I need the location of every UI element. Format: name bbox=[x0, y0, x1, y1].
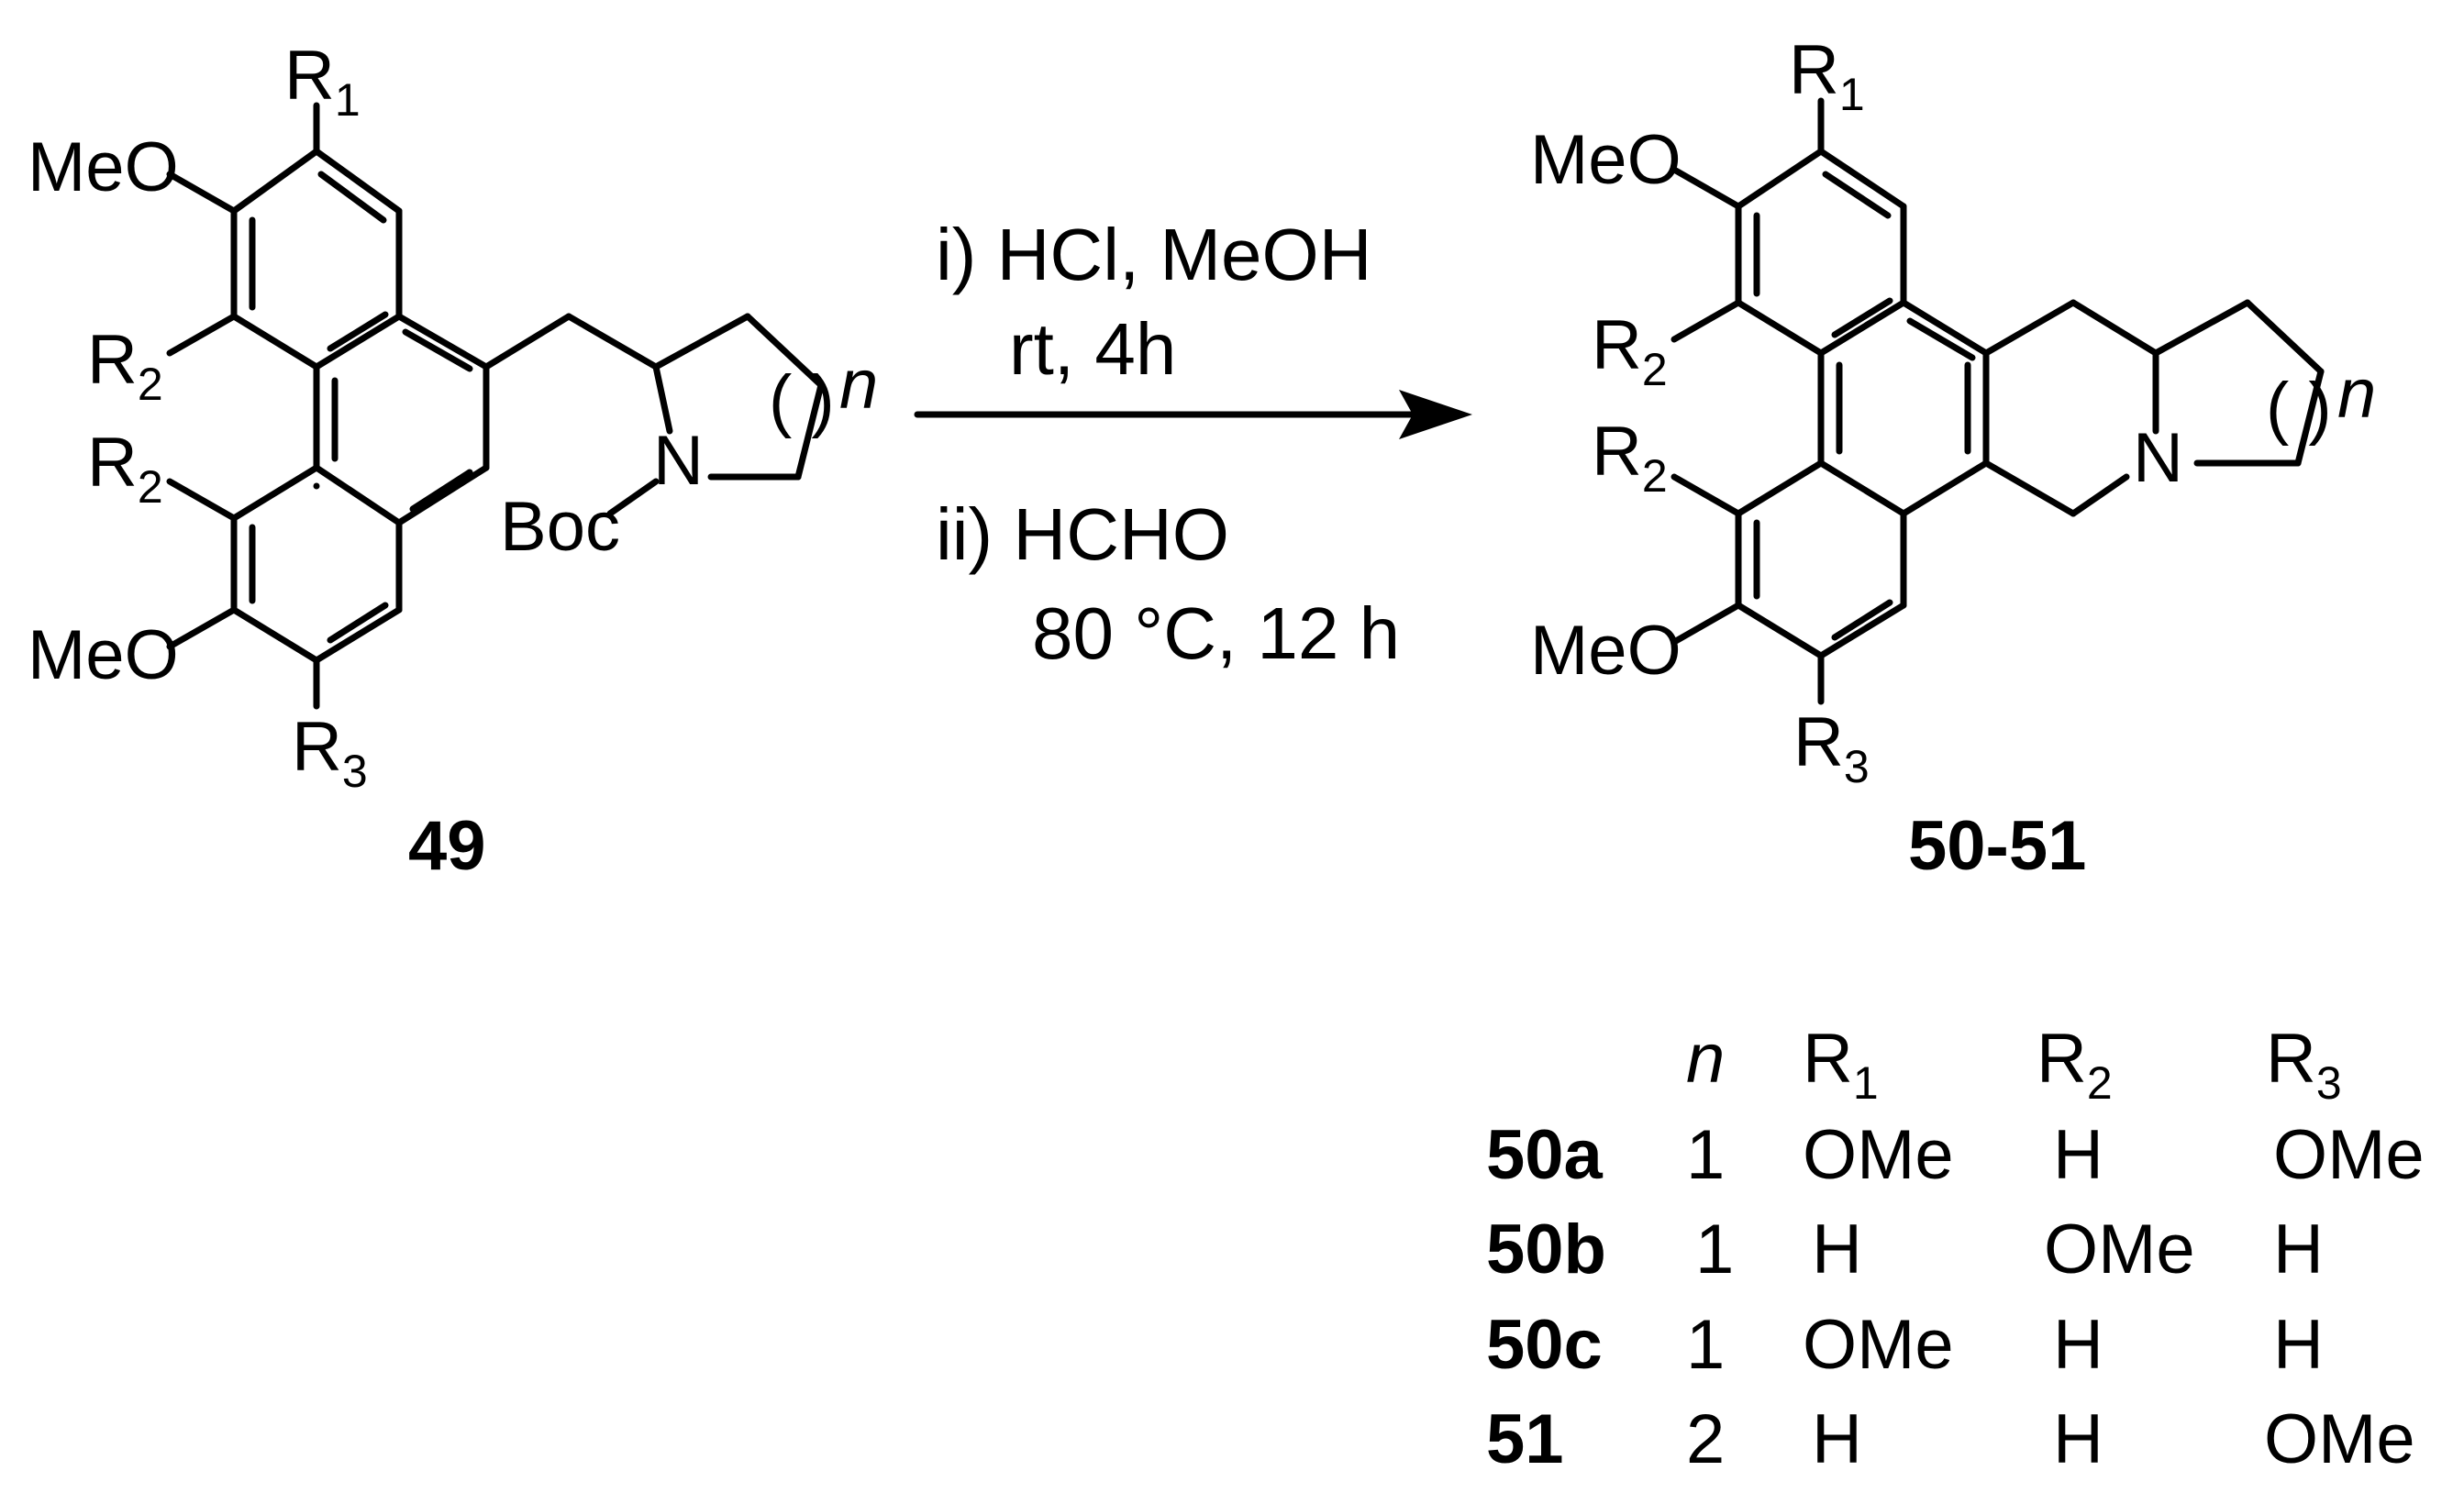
header-n: n bbox=[1686, 1020, 1725, 1098]
n-label: n bbox=[839, 346, 878, 424]
condition-step1-detail: rt, 4h bbox=[1009, 308, 1176, 390]
table-row: 50b 1 H OMe H bbox=[1486, 1211, 2324, 1288]
table-row: 50a 1 OMe H OMe bbox=[1486, 1116, 2425, 1194]
header-r2: R2 bbox=[2037, 1020, 2113, 1109]
r2-label: R2 bbox=[87, 424, 163, 513]
row-r3: H bbox=[2273, 1211, 2324, 1288]
nitrogen-label: N bbox=[2133, 419, 2183, 497]
row-n: 1 bbox=[1686, 1306, 1725, 1384]
row-compound: 50c bbox=[1486, 1306, 1603, 1384]
row-r2: OMe bbox=[2044, 1211, 2195, 1288]
boc-label: Boc bbox=[500, 488, 620, 566]
meo-label: MeO bbox=[28, 616, 179, 694]
row-r3: OMe bbox=[2264, 1400, 2415, 1478]
nitrogen-label: N bbox=[653, 422, 704, 500]
ring-bracket: ( ) bbox=[769, 361, 835, 439]
row-n: 1 bbox=[1686, 1116, 1725, 1194]
row-r1: H bbox=[1812, 1400, 1862, 1478]
condition-step1: i) HCl, MeOH bbox=[936, 214, 1372, 295]
substituent-table: n R1 R2 R3 50a 1 OMe H OMe 50b 1 H OMe H… bbox=[1486, 1020, 2425, 1478]
meo-label: MeO bbox=[1530, 612, 1682, 690]
row-r1: H bbox=[1812, 1211, 1862, 1288]
row-compound: 50b bbox=[1486, 1211, 1606, 1288]
r2-label: R2 bbox=[1592, 306, 1668, 395]
reactant-labels: R1 MeO R2 R2 MeO R3 N Boc ( ) n 49 bbox=[28, 37, 878, 885]
meo-label: MeO bbox=[28, 128, 179, 206]
condition-step2: ii) HCHO bbox=[936, 493, 1229, 575]
r2-label: R2 bbox=[1592, 413, 1668, 502]
r3-label: R3 bbox=[1793, 703, 1870, 792]
row-r2: H bbox=[2053, 1306, 2103, 1384]
row-compound: 50a bbox=[1486, 1116, 1604, 1194]
row-compound: 51 bbox=[1486, 1400, 1564, 1478]
header-r3: R3 bbox=[2266, 1020, 2342, 1109]
table-header: n R1 R2 R3 bbox=[1686, 1020, 2342, 1109]
n-label: n bbox=[2337, 355, 2376, 433]
condition-step2-detail: 80 °C, 12 h bbox=[1032, 592, 1400, 674]
r2-label: R2 bbox=[87, 321, 163, 410]
meo-label: MeO bbox=[1530, 121, 1682, 199]
row-n: 2 bbox=[1686, 1400, 1725, 1478]
row-n: 1 bbox=[1695, 1211, 1734, 1288]
r1-label: R1 bbox=[1789, 31, 1865, 120]
product-number: 50-51 bbox=[1908, 807, 2086, 885]
row-r2: H bbox=[2053, 1116, 2103, 1194]
header-r1: R1 bbox=[1803, 1020, 1879, 1109]
row-r3: H bbox=[2273, 1306, 2324, 1384]
product-structure bbox=[1670, 97, 2325, 705]
reactant-structure bbox=[166, 102, 825, 710]
reactant-number: 49 bbox=[408, 807, 486, 885]
row-r2: H bbox=[2053, 1400, 2103, 1478]
r3-label: R3 bbox=[292, 708, 368, 797]
row-r3: OMe bbox=[2273, 1116, 2425, 1194]
product-labels: R1 MeO R2 R2 MeO R3 N ( ) n 50-51 bbox=[1530, 31, 2376, 885]
row-r1: OMe bbox=[1803, 1306, 1954, 1384]
reaction-arrow bbox=[914, 390, 1472, 439]
table-row: 50c 1 OMe H H bbox=[1486, 1306, 2324, 1384]
row-r1: OMe bbox=[1803, 1116, 1954, 1194]
ring-bracket: ( ) bbox=[2266, 369, 2332, 447]
table-row: 51 2 H H OMe bbox=[1486, 1400, 2415, 1478]
reaction-conditions: i) HCl, MeOH rt, 4h ii) HCHO 80 °C, 12 h bbox=[936, 214, 1400, 674]
r1-label: R1 bbox=[284, 37, 361, 126]
